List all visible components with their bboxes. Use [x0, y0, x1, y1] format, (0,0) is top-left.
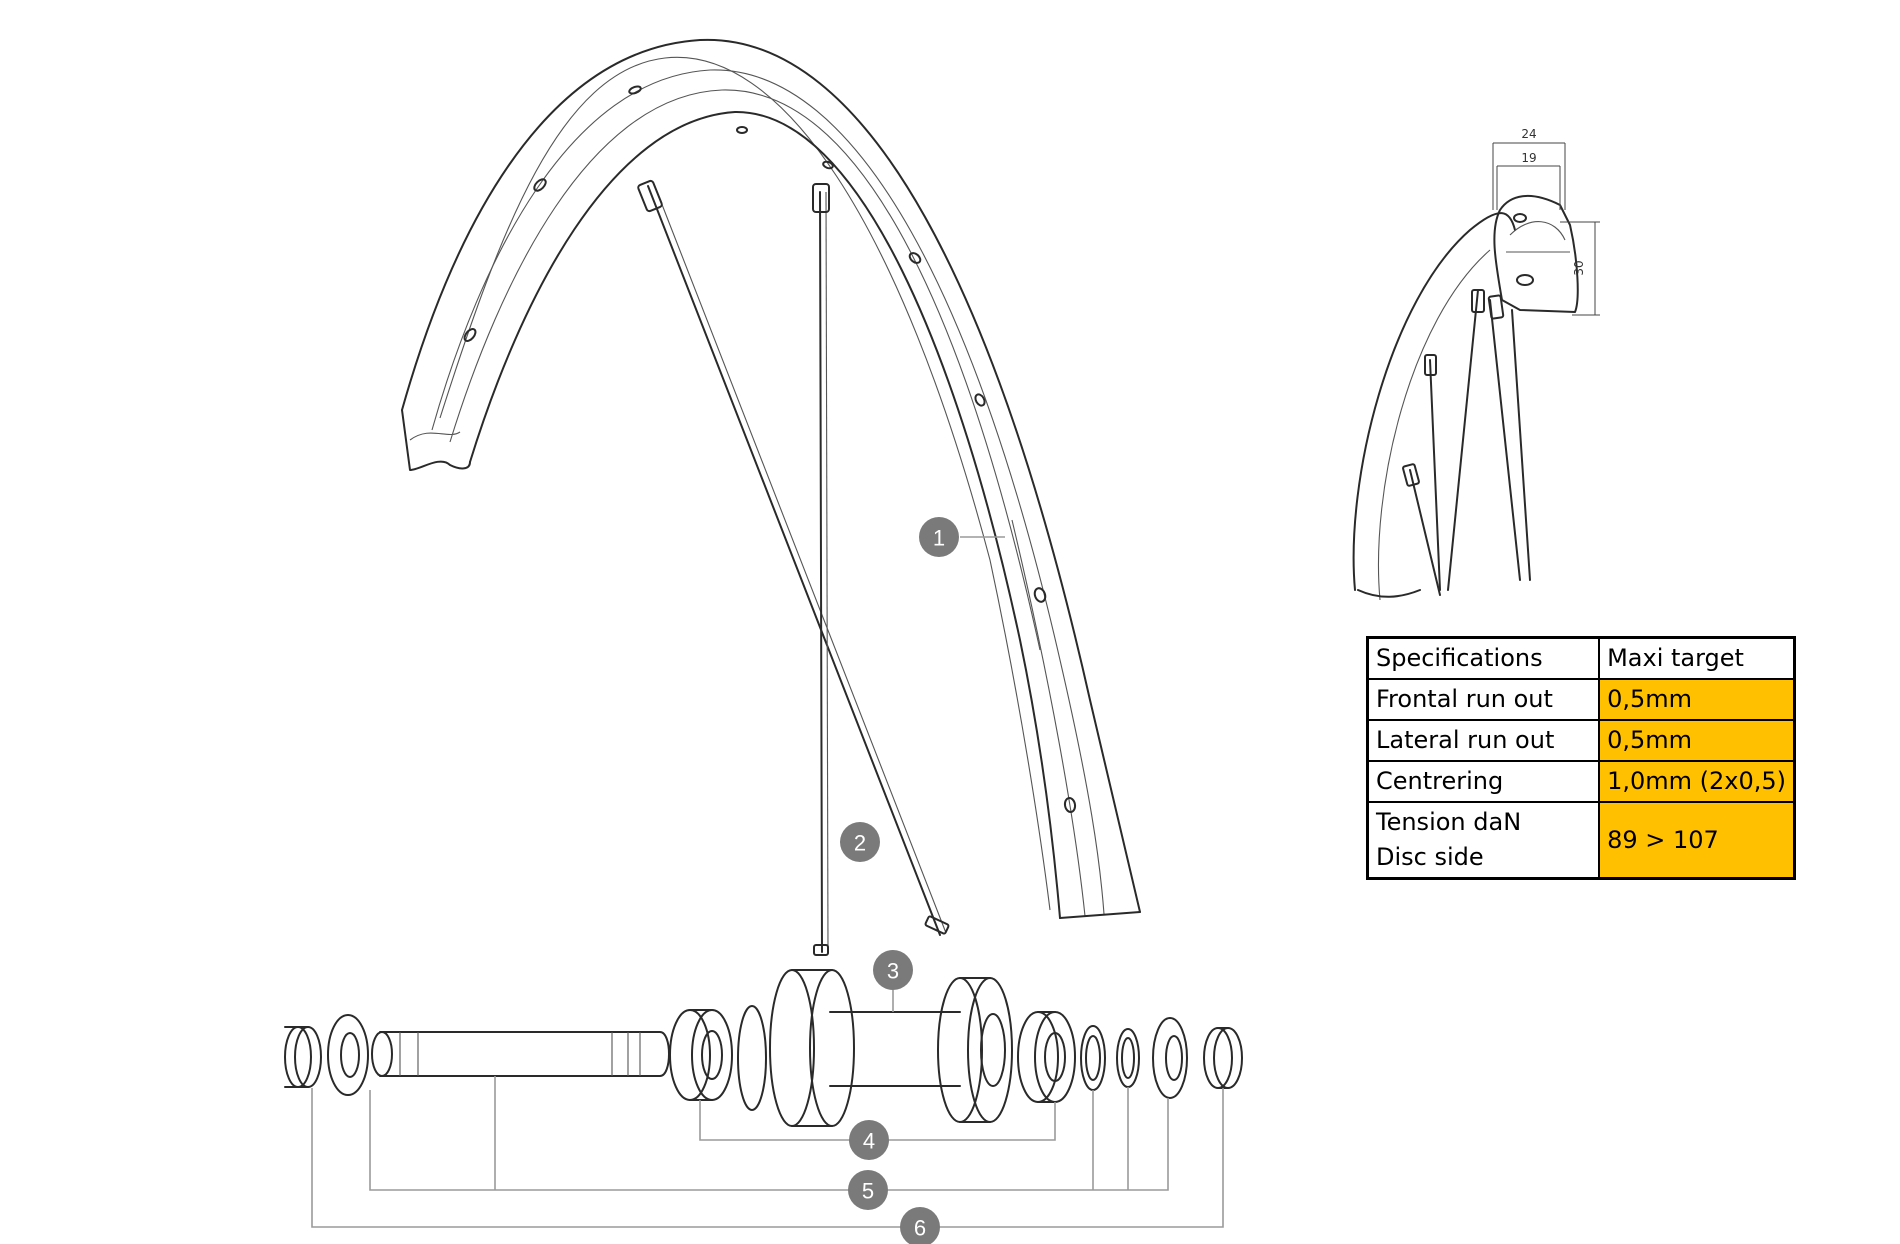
row-label-line2: Disc side — [1376, 843, 1484, 871]
row-value: 1,0mm (2x0,5) — [1598, 760, 1796, 803]
row-value: 0,5mm — [1598, 678, 1796, 721]
row-label-line1: Tension daN — [1376, 808, 1522, 836]
row-label: Tension daN Disc side — [1366, 801, 1601, 880]
row-label: Lateral run out — [1366, 719, 1601, 762]
svg-text:2: 2 — [854, 831, 866, 856]
hub-assembly-drawing — [284, 969, 1243, 1228]
header-specifications: Specifications — [1366, 636, 1601, 680]
svg-text:4: 4 — [863, 1129, 875, 1154]
spokes-drawing — [637, 179, 950, 956]
row-value: 0,5mm — [1598, 719, 1796, 762]
table-row: Centrering 1,0mm (2x0,5) — [1366, 760, 1796, 803]
table-row: Tension daN Disc side 89 > 107 — [1366, 801, 1796, 880]
svg-text:3: 3 — [887, 959, 899, 984]
specifications-table: Specifications Maxi target Frontal run o… — [1366, 636, 1796, 880]
callout-6: 6 — [900, 1207, 940, 1244]
dim-height: 30 — [1572, 260, 1586, 275]
dim-width-inner: 19 — [1521, 151, 1536, 165]
table-header-row: Specifications Maxi target — [1366, 636, 1796, 680]
row-label: Centrering — [1366, 760, 1601, 803]
callout-3: 3 — [873, 950, 913, 990]
svg-text:1: 1 — [933, 526, 945, 551]
row-value: 89 > 107 — [1598, 801, 1796, 880]
svg-text:6: 6 — [914, 1216, 926, 1241]
header-maxi-target: Maxi target — [1598, 636, 1796, 680]
rim-dimensions: 24 19 30 — [1492, 127, 1600, 316]
rim-section-detail — [1352, 194, 1579, 601]
rim-drawing — [401, 38, 1141, 919]
callout-5: 5 — [848, 1170, 888, 1210]
callout-1: 1 — [919, 517, 959, 557]
callout-4: 4 — [849, 1120, 889, 1160]
dim-width-outer: 24 — [1521, 127, 1536, 141]
svg-text:5: 5 — [862, 1179, 874, 1204]
table-row: Lateral run out 0,5mm — [1366, 719, 1796, 762]
row-label: Frontal run out — [1366, 678, 1601, 721]
callout-2: 2 — [840, 822, 880, 862]
table-row: Frontal run out 0,5mm — [1366, 678, 1796, 721]
